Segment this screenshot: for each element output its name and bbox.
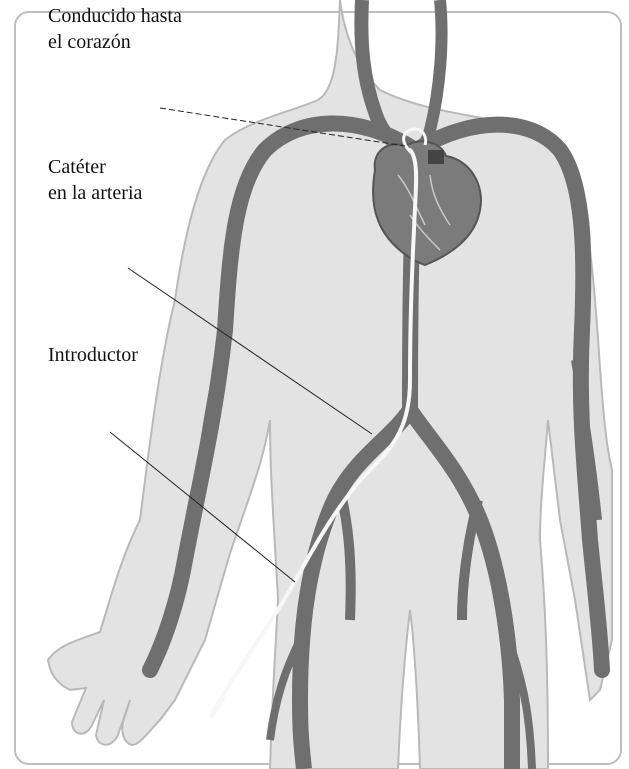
label-heart: Conducido hasta el corazón	[48, 3, 182, 55]
label-catheter: Catéter en la arteria	[48, 154, 142, 206]
label-introducer: Introductor	[48, 342, 138, 368]
aortic-stub	[428, 150, 444, 164]
